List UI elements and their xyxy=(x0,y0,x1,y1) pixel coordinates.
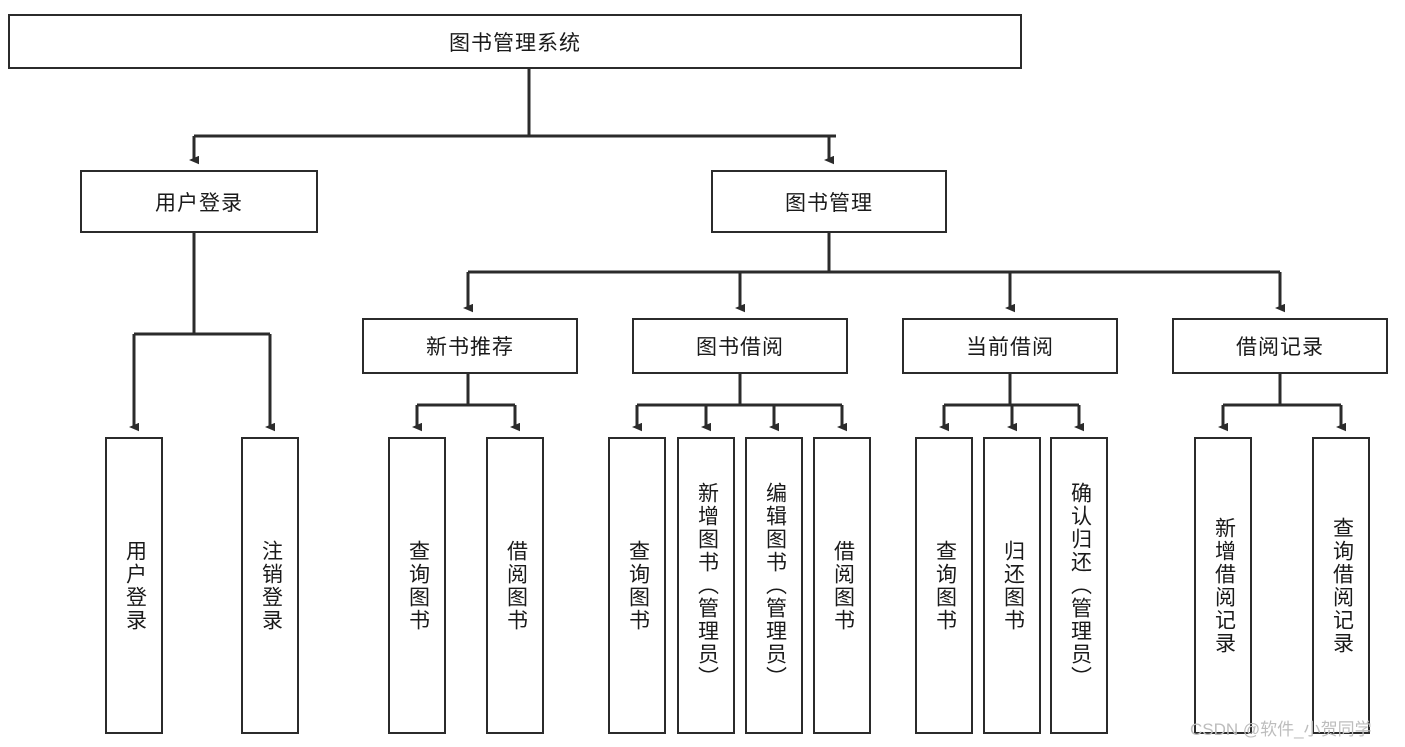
leaf-new-book-query[interactable]: 查询图书 xyxy=(388,437,446,734)
node-label: 用户登录 xyxy=(155,191,243,215)
node-label: 新书推荐 xyxy=(426,336,514,359)
leaf-current-confirm-return-admin[interactable]: 确认归还（管理员） xyxy=(1050,437,1108,734)
node-label: 用户登录 xyxy=(123,539,147,632)
leaf-user-login-signout[interactable]: 注销登录 xyxy=(241,437,299,734)
node-label: 查询图书 xyxy=(626,539,650,632)
node-label: 查询借阅记录 xyxy=(1330,516,1354,655)
node-label: 图书借阅 xyxy=(696,336,784,359)
node-book-management[interactable]: 图书管理 xyxy=(711,170,947,233)
node-label: 查询图书 xyxy=(406,539,430,632)
leaf-borrow-add-book-admin[interactable]: 新增图书（管理员） xyxy=(677,437,735,734)
node-label: 图书管理系统 xyxy=(449,31,581,55)
node-label: 新增图书（管理员） xyxy=(695,482,719,689)
node-label: 归还图书 xyxy=(1001,539,1025,632)
leaf-record-query[interactable]: 查询借阅记录 xyxy=(1312,437,1370,734)
leaf-borrow-borrow-book[interactable]: 借阅图书 xyxy=(813,437,871,734)
node-label: 借阅记录 xyxy=(1236,336,1324,359)
leaf-borrow-edit-book-admin[interactable]: 编辑图书（管理员） xyxy=(745,437,803,734)
node-label: 当前借阅 xyxy=(966,336,1054,359)
leaf-new-book-borrow[interactable]: 借阅图书 xyxy=(486,437,544,734)
leaf-current-query-book[interactable]: 查询图书 xyxy=(915,437,973,734)
leaf-borrow-query-book[interactable]: 查询图书 xyxy=(608,437,666,734)
node-label: 编辑图书（管理员） xyxy=(763,482,787,689)
node-borrow-record[interactable]: 借阅记录 xyxy=(1172,318,1388,374)
node-user-login[interactable]: 用户登录 xyxy=(80,170,318,233)
csdn-watermark: CSDN @软件_小贺同学 xyxy=(1190,720,1372,739)
node-label: 确认归还（管理员） xyxy=(1068,482,1092,689)
node-label: 查询图书 xyxy=(933,539,957,632)
node-current-borrow[interactable]: 当前借阅 xyxy=(902,318,1118,374)
node-book-borrow[interactable]: 图书借阅 xyxy=(632,318,848,374)
leaf-record-add[interactable]: 新增借阅记录 xyxy=(1194,437,1252,734)
node-label: 图书管理 xyxy=(785,191,873,215)
leaf-current-return-book[interactable]: 归还图书 xyxy=(983,437,1041,734)
leaf-user-login-signin[interactable]: 用户登录 xyxy=(105,437,163,734)
node-label: 借阅图书 xyxy=(831,539,855,632)
node-label: 注销登录 xyxy=(259,539,283,632)
node-new-book-recommend[interactable]: 新书推荐 xyxy=(362,318,578,374)
node-label: 新增借阅记录 xyxy=(1212,516,1236,655)
node-root-library-system[interactable]: 图书管理系统 xyxy=(8,14,1022,69)
node-label: 借阅图书 xyxy=(504,539,528,632)
